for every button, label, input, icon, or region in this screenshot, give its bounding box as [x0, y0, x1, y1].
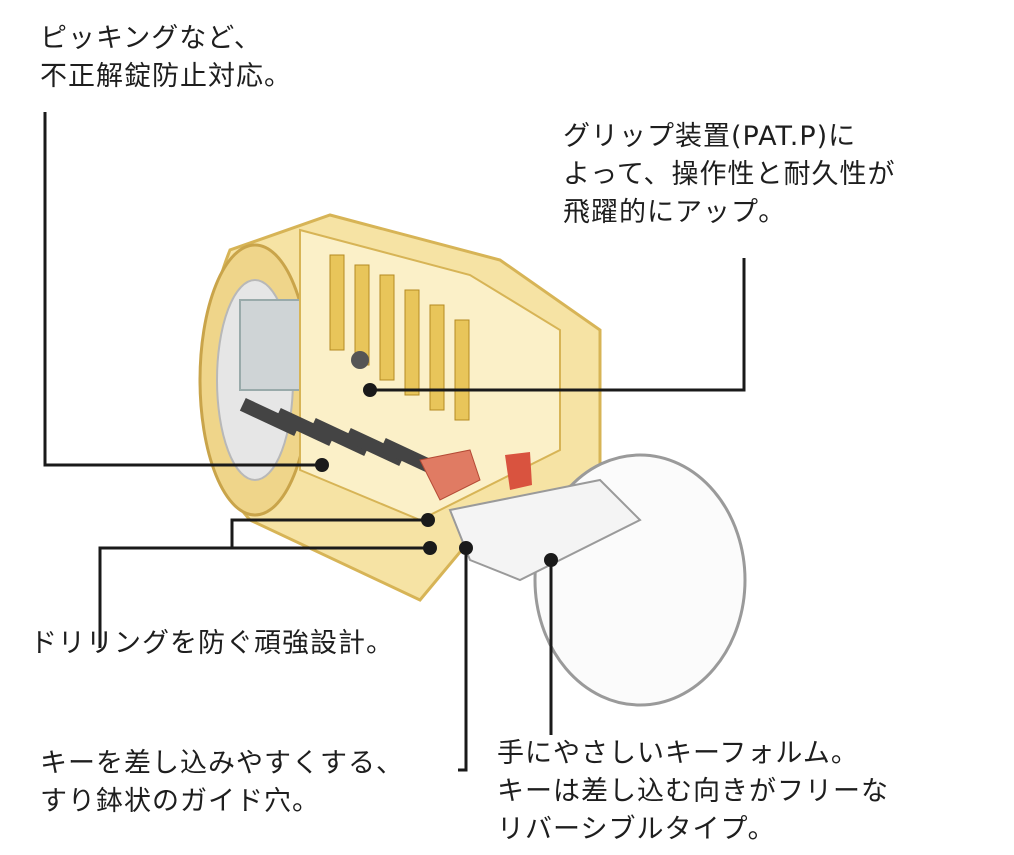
anti-drill-inserts [419, 449, 532, 501]
reversible-key [448, 453, 747, 707]
annotation-anti-picking: ピッキングなど、 不正解錠防止対応。 [40, 20, 292, 96]
annotation-line: ドリリングを防ぐ頑強設計。 [30, 628, 394, 659]
annotation-line: ピッキングなど、 [40, 23, 262, 54]
annotation-line: キーを差し込みやすくする、 [40, 748, 404, 779]
annotation-reversible-key: 手にやさしいキーフォルム。 キーは差し込む向きがフリーな リバーシブルタイプ。 [497, 735, 889, 849]
pin-tumblers [329, 254, 470, 421]
annotation-line: 手にやさしいキーフォルム。 [497, 738, 859, 769]
annotation-line: リバーシブルタイプ。 [497, 814, 776, 845]
annotation-line: グリップ装置(PAT.P)に [563, 121, 857, 152]
annotation-line: 不正解錠防止対応。 [40, 61, 292, 92]
annotation-line: 飛躍的にアップ。 [563, 197, 787, 228]
leader-lines [43, 112, 746, 772]
annotation-anti-drilling: ドリリングを防ぐ頑強設計。 [30, 625, 394, 663]
annotation-key-guide-hole: キーを差し込みやすくする、 すり鉢状のガイド穴。 [40, 745, 404, 821]
annotation-grip-device: グリップ装置(PAT.P)に よって、操作性と耐久性が 飛躍的にアップ。 [563, 118, 896, 232]
annotation-line: よって、操作性と耐久性が [563, 159, 896, 190]
annotation-line: キーは差し込む向きがフリーな [497, 776, 889, 807]
annotation-line: すり鉢状のガイド穴。 [40, 786, 320, 817]
leader-dots [315, 383, 558, 567]
